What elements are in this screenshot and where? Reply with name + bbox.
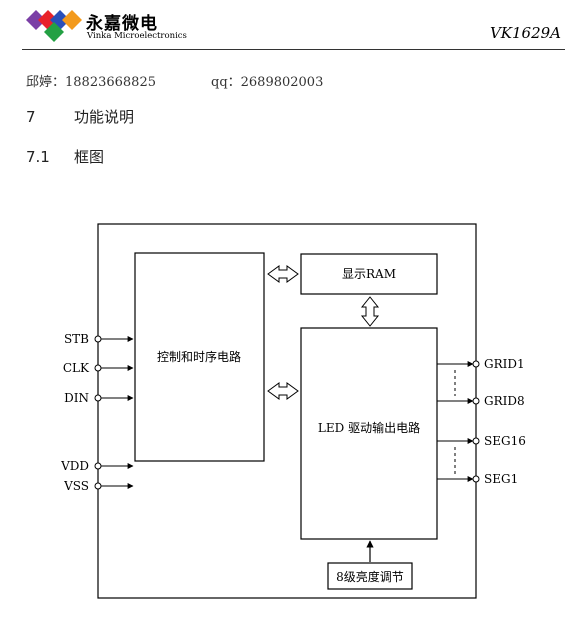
subsection-heading: 7.1 框图 (26, 146, 104, 167)
pin-vdd-label: VDD (60, 459, 89, 473)
pin-clk-label: CLK (63, 361, 90, 375)
contact-phone: 邱婷：18823668825 (26, 75, 156, 90)
subsection-number: 7.1 (26, 148, 50, 166)
header-rule (22, 49, 565, 50)
brightness-block (327, 562, 413, 590)
pin-seg1-label: SEG1 (484, 472, 518, 486)
brand-subtitle: Vinka Microelectronics (87, 31, 187, 41)
ram-block (300, 253, 438, 295)
ram-block-label: 显示RAM (342, 267, 396, 281)
pin-grid1: GRID1 (437, 357, 525, 371)
section-number: 7 (26, 108, 36, 126)
pin-din: DIN (64, 391, 134, 405)
pin-stb: STB (64, 332, 134, 346)
brightness-block-label: 8级亮度调节 (336, 569, 404, 584)
control-block (134, 252, 265, 462)
led-driver-block (300, 327, 438, 540)
brand-name: 永嘉微电 (86, 14, 158, 34)
pin-din-label: DIN (64, 391, 89, 405)
pin-stb-label: STB (64, 332, 89, 346)
led-driver-block-label: LED 驱动输出电路 (318, 420, 420, 435)
pin-seg16-label: SEG16 (484, 434, 526, 448)
control-block-label: 控制和时序电路 (157, 349, 241, 364)
contact-line: 邱婷：18823668825 qq：2689802003 (26, 71, 323, 90)
pin-seg1: SEG1 (437, 472, 518, 486)
pin-vdd: VDD (60, 459, 134, 473)
subsection-title: 框图 (74, 148, 105, 166)
contact-qq: qq：2689802003 (211, 75, 324, 90)
pin-vss: VSS (63, 479, 134, 493)
pin-grid8: GRID8 (437, 394, 525, 408)
chip-outline (97, 223, 477, 599)
page-header: 永嘉微电 Vinka Microelectronics VK1629A (0, 0, 577, 52)
section-heading: 7 功能说明 (26, 106, 134, 127)
pin-vss-label: VSS (63, 479, 89, 493)
vinka-logo (26, 10, 82, 42)
ram-led-double-arrow (360, 296, 380, 327)
control-ram-double-arrow (267, 265, 299, 283)
control-led-double-arrow (267, 382, 299, 400)
pin-grid1-label: GRID1 (484, 357, 525, 371)
pin-grid8-label: GRID8 (484, 394, 525, 408)
section-title: 功能说明 (74, 108, 135, 126)
pin-seg16: SEG16 (437, 434, 526, 448)
pin-clk: CLK (63, 361, 134, 375)
model-number: VK1629A (489, 24, 561, 42)
